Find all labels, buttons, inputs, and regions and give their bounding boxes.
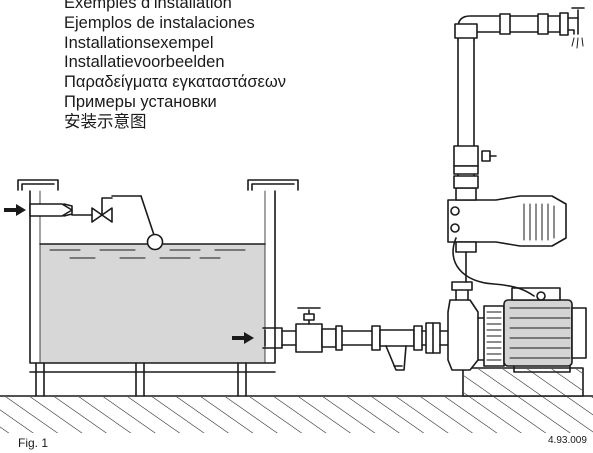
figure-label: Fig. 1 [18, 436, 49, 450]
title-dutch: Installatievoorbeelden [64, 53, 225, 72]
title-chinese: 安装示意图 [64, 112, 147, 131]
gate-valve-icon [295, 307, 343, 353]
suction-pipe [262, 327, 297, 349]
pressure-controller-icon [447, 187, 567, 297]
installation-title-list: Exemples d’installation Ejemplos de inst… [64, 0, 286, 133]
pipe-union [421, 322, 451, 354]
suction-arrow-icon [232, 332, 254, 344]
drawing-code: 4.93.009 [548, 435, 587, 446]
title-swedish: Installationsexempel [64, 33, 214, 52]
title-french: Exemples d’installation [64, 0, 232, 12]
strainer-icon [379, 325, 423, 371]
float-valve-icon [29, 195, 164, 251]
discharge-pipe [453, 13, 561, 189]
pump-icon [447, 281, 505, 371]
faucet-icon [559, 7, 585, 49]
water-surface-lines [49, 249, 246, 259]
float-ball [146, 233, 164, 251]
title-spanish: Ejemplos de instalaciones [64, 13, 255, 32]
suction-pipe-2 [341, 325, 381, 351]
inflow-arrow-icon [4, 204, 26, 216]
tank-water [40, 244, 265, 363]
title-greek: Παραδείγματα εγκαταστάσεων [64, 73, 286, 92]
title-russian: Примеры установки [64, 92, 217, 111]
ground [0, 367, 593, 433]
motor-icon [503, 287, 587, 373]
